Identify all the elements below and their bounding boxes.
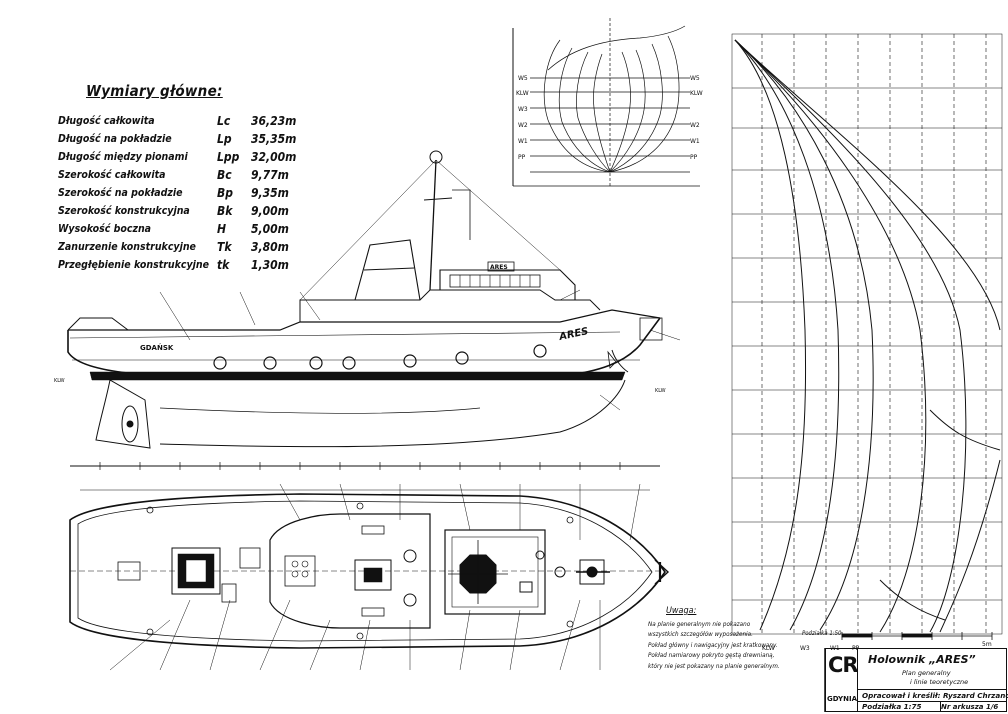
company-logo: CR GDYNIA xyxy=(826,649,859,711)
dimension-row: Długość na pokładzie Lp 35,35m xyxy=(58,132,296,150)
drawing-subtitle: Plan generalny xyxy=(902,669,951,677)
body-plan: W5 KLW W3 W2 W1 PP W5 KLW W2 W1 PP xyxy=(512,18,703,187)
dimension-value: 9,77m xyxy=(251,168,289,182)
scale-bar-end-label: 5m xyxy=(982,641,992,648)
dimension-row: Wysokość boczna H 5,00m xyxy=(58,222,296,240)
dimension-symbol: Bc xyxy=(217,168,232,182)
dimension-row: Przegłębienie konstrukcyjne tk 1,30m xyxy=(58,258,296,276)
dimension-label: Wysokość boczna xyxy=(58,223,152,235)
svg-text:W3: W3 xyxy=(518,106,528,113)
dimension-value: 1,30m xyxy=(251,258,289,272)
svg-text:W3: W3 xyxy=(800,645,810,652)
logo-city: GDYNIA xyxy=(827,695,857,703)
dimension-symbol: Lp xyxy=(217,132,232,146)
dimension-row: Zanurzenie konstrukcyjne Tk 3,80m xyxy=(58,240,296,258)
dimension-value: 3,80m xyxy=(251,240,289,254)
dimension-label: Długość na pokładzie xyxy=(58,133,172,145)
svg-text:W2: W2 xyxy=(518,122,528,129)
svg-text:W1: W1 xyxy=(690,138,700,145)
dimension-value: 9,00m xyxy=(251,204,289,218)
note-heading: Uwaga: xyxy=(666,606,697,616)
svg-text:W5: W5 xyxy=(518,75,528,82)
dimension-symbol: Bk xyxy=(217,204,233,218)
dimension-symbol: Tk xyxy=(217,240,232,254)
dimension-symbol: H xyxy=(217,222,227,236)
half-breadth-plan: KLW W3 W1 PP xyxy=(731,33,1003,652)
note-line: Na planie generalnym nie pokazano xyxy=(648,620,751,628)
dimension-symbol: Lpp xyxy=(217,150,240,164)
svg-text:W5: W5 xyxy=(690,75,700,82)
wheelhouse-name: ARES xyxy=(490,264,508,271)
dimension-label: Szerokość całkowita xyxy=(58,169,166,181)
dimension-symbol: Bp xyxy=(217,186,233,200)
note-line: który nie jest pokazany na planie genera… xyxy=(648,662,780,670)
svg-text:KLW: KLW xyxy=(690,90,703,97)
scale-field: Podziałka 1:75 xyxy=(858,702,941,712)
title-block: CR GDYNIA Holownik „ARES” Plan generalny… xyxy=(825,648,1008,712)
dimension-row: Szerokość całkowita Bc 9,77m xyxy=(58,168,296,186)
main-dimensions-panel: Wymiary główne: Długość całkowita Lc 36,23… xyxy=(58,82,298,276)
svg-text:KLW: KLW xyxy=(762,645,775,652)
note-line: Pokład namiarowy pokryto gęstą drewnianą… xyxy=(648,652,775,659)
sheet-number-field: Nr arkusza 1/6 xyxy=(941,703,999,711)
scale-bar-label: Podziałka 1:50 xyxy=(802,630,842,637)
dimension-symbol: tk xyxy=(217,258,230,272)
hull-name: ARES xyxy=(557,326,589,343)
dimension-row: Szerokość na pokładzie Bp 9,35m xyxy=(58,186,296,204)
dimension-label: Długość między pionami xyxy=(58,151,188,163)
dimension-row: Długość całkowita Lc 36,23m xyxy=(58,114,296,132)
port-name: GDAŃSK xyxy=(140,343,174,352)
dimension-symbol: Lc xyxy=(217,114,231,128)
svg-text:KLW: KLW xyxy=(516,90,529,97)
dimension-value: 5,00m xyxy=(251,222,289,236)
dimension-value: 35,35m xyxy=(251,132,297,146)
dimension-value: 9,35m xyxy=(251,186,289,200)
main-dimensions-title: Wymiary główne: xyxy=(86,82,223,100)
bow-waterline-label: KLW xyxy=(655,388,666,394)
dimension-value: 36,23m xyxy=(251,114,297,128)
stern-waterline-label: KLW xyxy=(54,378,65,384)
svg-text:PP: PP xyxy=(518,154,526,161)
profile-view: GDAŃSK ARES ARES KLW KLW xyxy=(54,150,681,470)
dimension-label: Długość całkowita xyxy=(58,115,155,127)
title-block-main: Holownik „ARES” Plan generalny i linie t… xyxy=(858,649,1006,690)
svg-text:PP: PP xyxy=(690,154,698,161)
dimension-label: Przegłębienie konstrukcyjne xyxy=(58,259,209,271)
svg-text:W1: W1 xyxy=(518,138,528,145)
dimension-row: Długość między pionami Lpp 32,00m xyxy=(58,150,296,168)
dimension-label: Szerokość na pokładzie xyxy=(58,187,183,199)
dimension-label: Zanurzenie konstrukcyjne xyxy=(58,241,196,253)
drawing-title: Holownik „ARES” xyxy=(868,653,976,666)
logo-letters: CR xyxy=(828,653,859,677)
drawing-subtitle-2: i linie teoretyczne xyxy=(910,678,969,686)
dimension-label: Szerokość konstrukcyjna xyxy=(58,205,190,217)
dimension-row: Szerokość konstrukcyjna Bk 9,00m xyxy=(58,204,296,222)
deck-plan-view xyxy=(69,483,670,671)
note-line: wszystkich szczegółów wyposażenia. xyxy=(648,631,753,638)
svg-text:W2: W2 xyxy=(690,122,700,129)
author-field: Opracował i kreślił: Ryszard Chrzanowski xyxy=(858,690,1008,702)
dimension-value: 32,00m xyxy=(251,150,297,164)
note-panel: Uwaga: Na planie generalnym nie pokazano… xyxy=(648,606,830,672)
scale-bar xyxy=(841,632,993,640)
note-line: Pokład główny i nawigacyjny jest kratkow… xyxy=(648,641,778,649)
